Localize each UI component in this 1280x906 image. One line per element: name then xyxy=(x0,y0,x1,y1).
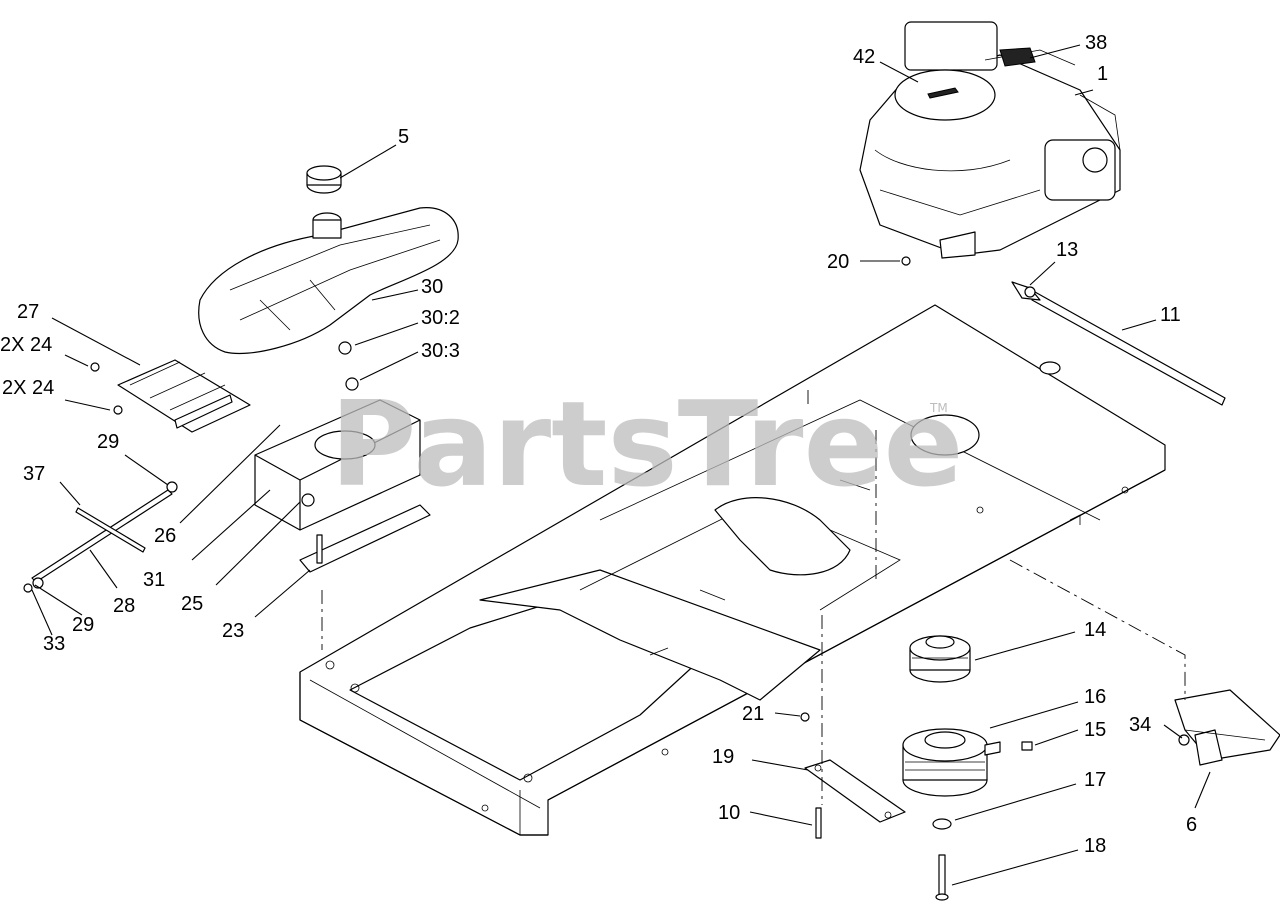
watermark-text: PartsTree xyxy=(330,375,964,513)
grommet-30-3 xyxy=(345,377,359,391)
callout-30: 30 xyxy=(421,276,443,298)
callout-38: 38 xyxy=(1085,32,1107,54)
callout-42: 42 xyxy=(853,46,875,68)
callout-17: 17 xyxy=(1084,769,1106,791)
leader-lines xyxy=(31,44,1211,886)
rod-37 xyxy=(75,507,146,553)
callout-23: 23 xyxy=(222,620,244,642)
callout-34: 34 xyxy=(1129,714,1151,736)
control-bracket xyxy=(254,399,431,573)
callout-27: 27 xyxy=(17,301,39,323)
nut-20 xyxy=(901,256,911,266)
bolt-23 xyxy=(316,534,323,564)
bracket-6 xyxy=(1174,689,1280,766)
cover-plate xyxy=(117,359,251,433)
screw-24a xyxy=(90,362,100,372)
screw-24b xyxy=(113,405,123,415)
callout-24b: 2X 24 xyxy=(2,377,54,399)
callout-28: 28 xyxy=(113,595,135,617)
callout-30-3: 30:3 xyxy=(421,340,460,362)
assembly-lines xyxy=(321,390,1186,805)
watermark: PartsTree TM xyxy=(330,375,964,513)
callout-24a: 2X 24 xyxy=(0,334,52,356)
pin-15 xyxy=(1021,741,1033,751)
engine xyxy=(859,21,1121,259)
callout-29b: 29 xyxy=(72,614,94,636)
callout-21: 21 xyxy=(742,703,764,725)
clutch-16 xyxy=(902,728,1001,797)
callout-33: 33 xyxy=(43,633,65,655)
callout-29a: 29 xyxy=(97,431,119,453)
callout-30-2: 30:2 xyxy=(421,307,460,329)
fuel-tank xyxy=(198,165,459,355)
nut-30-2 xyxy=(338,341,352,355)
callout-20: 20 xyxy=(827,251,849,273)
callout-1: 1 xyxy=(1097,63,1108,85)
washer-29a xyxy=(166,481,178,493)
bolt-10 xyxy=(815,807,822,839)
callout-14: 14 xyxy=(1084,619,1106,641)
callout-labels: 1 5 6 10 11 13 14 15 16 17 18 19 20 21 2… xyxy=(0,32,1197,857)
callout-26: 26 xyxy=(154,525,176,547)
washer-29b xyxy=(23,583,33,593)
callout-37: 37 xyxy=(23,463,45,485)
callout-6: 6 xyxy=(1186,814,1197,836)
pulley-14 xyxy=(909,635,971,683)
callout-15: 15 xyxy=(1084,719,1106,741)
callout-31: 31 xyxy=(143,569,165,591)
cable-shaft xyxy=(1011,281,1226,406)
callout-11: 11 xyxy=(1160,304,1181,326)
callout-5: 5 xyxy=(398,126,409,148)
callout-10: 10 xyxy=(718,802,740,824)
chassis-frame xyxy=(299,304,1166,836)
callout-18: 18 xyxy=(1084,835,1106,857)
callout-13: 13 xyxy=(1056,239,1078,261)
callout-16: 16 xyxy=(1084,686,1106,708)
nut-21 xyxy=(800,712,810,722)
washer-17 xyxy=(932,818,952,830)
watermark-tm: TM xyxy=(929,401,948,415)
bolt-18 xyxy=(938,854,946,896)
callout-25: 25 xyxy=(181,593,203,615)
callout-19: 19 xyxy=(712,746,734,768)
